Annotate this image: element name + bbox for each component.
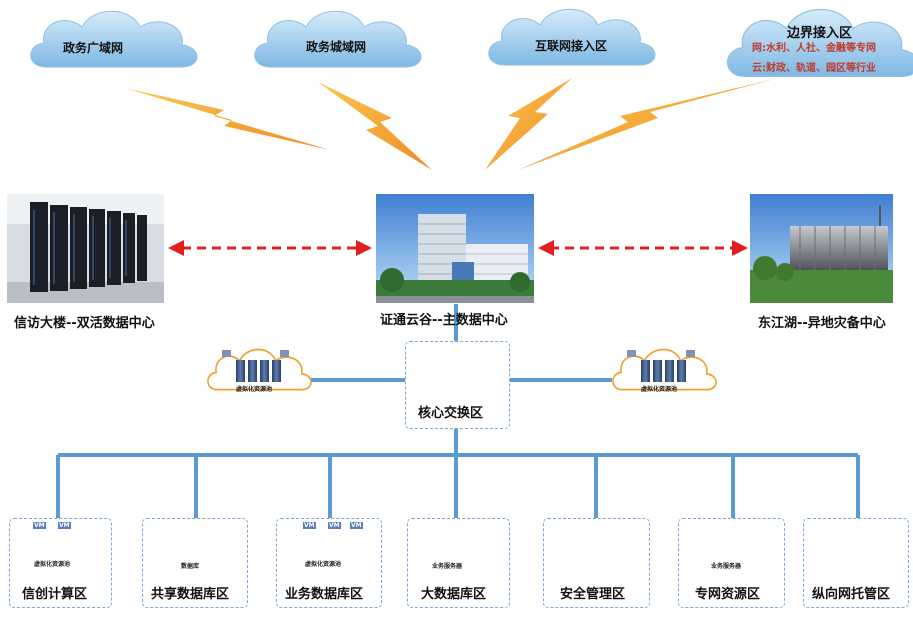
cloud-wan-label: 政务广域网 bbox=[63, 41, 124, 55]
site-right-label: 东江湖--异地灾备中心 bbox=[758, 316, 886, 331]
photo-backup-datacenter bbox=[750, 194, 893, 303]
lightning-bolt-2 bbox=[318, 82, 432, 170]
zone-label-business-db: 业务数据库区 bbox=[285, 587, 364, 602]
cloud-border-line-1: 网:水利、人社、金融等专网 bbox=[752, 43, 876, 54]
vm-tag-2: VM bbox=[58, 522, 71, 529]
lightning-bolt-3 bbox=[485, 78, 572, 170]
zone-box-security bbox=[543, 518, 650, 608]
zone-label-vertical-net: 纵向网托管区 bbox=[812, 587, 891, 602]
zone-tag-xinchuang: 虚拟化资源池 bbox=[34, 561, 71, 568]
virt-pool-left bbox=[207, 348, 312, 391]
zone-tag-business-db: 虚拟化资源池 bbox=[305, 561, 342, 568]
network-links bbox=[56, 304, 860, 520]
cloud-border-label: 边界接入区 bbox=[787, 26, 853, 41]
cloud-border-line-2: 云:财政、轨道、园区等行业 bbox=[752, 63, 876, 74]
vm-tag-4: VM bbox=[328, 522, 341, 529]
virt-pool-right-servers bbox=[627, 350, 695, 382]
core-switch-label: 核心交换区 bbox=[418, 406, 484, 421]
photo-main-datacenter bbox=[376, 194, 534, 303]
site-left-label: 信访大楼--双活数据中心 bbox=[14, 316, 155, 331]
zone-box-private-net bbox=[678, 518, 785, 608]
zone-tag-shared-db: 数据库 bbox=[181, 563, 200, 570]
zone-label-bigdata: 大数据库区 bbox=[421, 587, 487, 602]
virt-pool-left-servers bbox=[222, 350, 289, 382]
zone-label-shared-db: 共享数据库区 bbox=[151, 587, 230, 602]
virt-pool-left-label: 虚拟化资源池 bbox=[236, 386, 273, 393]
zone-box-vertical-net bbox=[803, 518, 909, 608]
zone-label-security: 安全管理区 bbox=[560, 587, 626, 602]
sync-arrow-left bbox=[168, 240, 372, 256]
zone-box-xinchuang bbox=[9, 518, 112, 608]
zone-label-private-net: 专网资源区 bbox=[695, 587, 761, 602]
sync-arrow-right bbox=[538, 240, 748, 256]
zone-box-business-db bbox=[276, 518, 382, 608]
cloud-metro-label: 政务城域网 bbox=[306, 40, 367, 54]
zone-tag-bigdata: 业务服务器 bbox=[432, 563, 463, 570]
photo-server-room bbox=[7, 194, 164, 303]
virt-pool-right-label: 虚拟化资源池 bbox=[641, 386, 678, 393]
zone-label-xinchuang: 信创计算区 bbox=[22, 587, 88, 602]
cloud-internet-label: 互联网接入区 bbox=[535, 39, 608, 53]
vm-tag-3: VM bbox=[303, 522, 316, 529]
lightning-bolt-4 bbox=[518, 78, 778, 170]
vm-tag-1: VM bbox=[33, 522, 46, 529]
site-center-label: 证通云谷--主数据中心 bbox=[380, 313, 508, 328]
vm-tag-5: VM bbox=[350, 522, 363, 529]
zone-box-shared-db bbox=[142, 518, 248, 608]
virt-pool-right bbox=[612, 348, 717, 391]
zone-tag-private-net: 业务服务器 bbox=[711, 563, 742, 570]
lightning-bolt-1 bbox=[125, 88, 330, 150]
core-switch-box bbox=[405, 341, 510, 429]
zone-box-bigdata bbox=[407, 518, 510, 608]
